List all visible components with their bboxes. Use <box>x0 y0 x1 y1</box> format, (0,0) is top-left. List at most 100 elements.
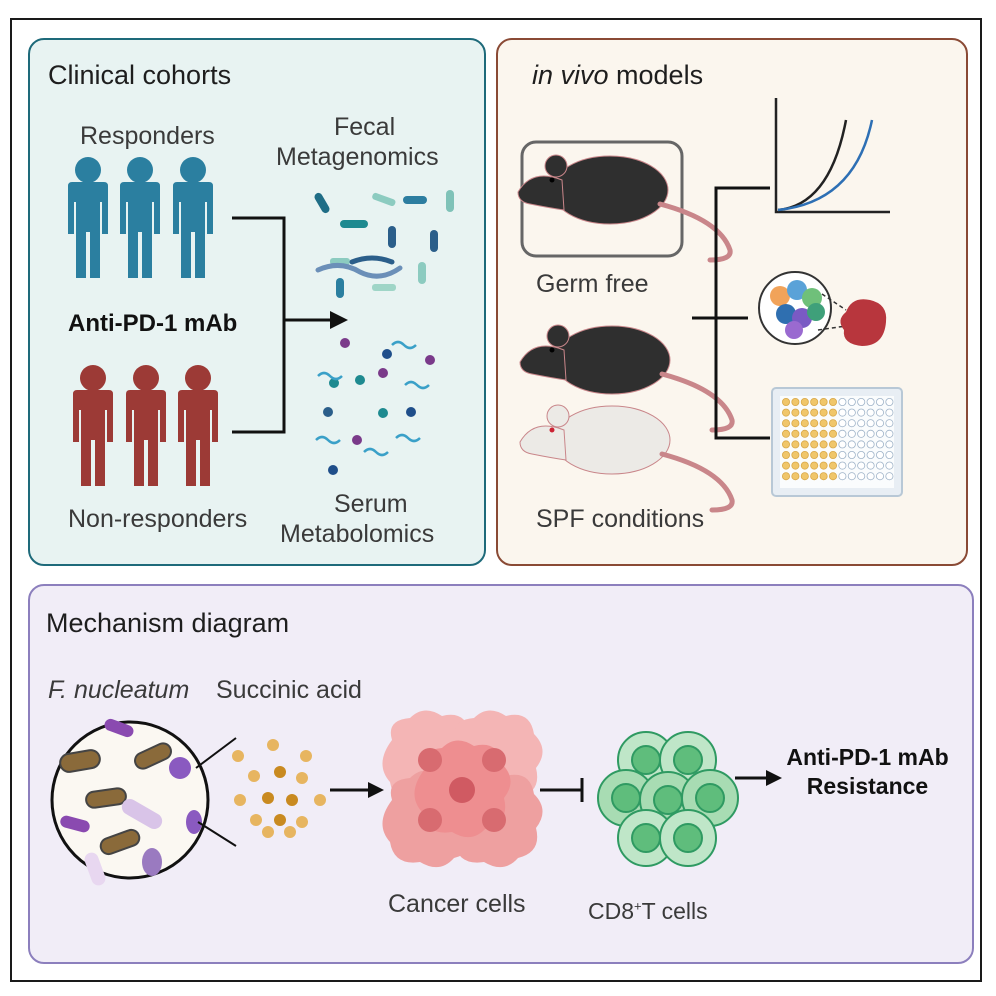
well-icon <box>885 408 894 417</box>
well-icon <box>866 472 875 481</box>
well-icon <box>800 429 809 438</box>
well-icon <box>782 408 791 417</box>
well-icon <box>847 440 856 449</box>
well-icon <box>800 440 809 449</box>
well-icon <box>857 397 866 406</box>
well-icon <box>810 408 819 417</box>
well-icon <box>791 397 800 406</box>
well-icon <box>810 472 819 481</box>
well-icon <box>791 472 800 481</box>
responder-person-icon <box>68 157 213 278</box>
well-icon <box>866 450 875 459</box>
well-icon <box>885 397 894 406</box>
well-icon <box>847 472 856 481</box>
well-icon <box>866 419 875 428</box>
well-icon <box>847 429 856 438</box>
well-icon <box>885 450 894 459</box>
well-icon <box>829 472 838 481</box>
t-cells-prefix: CD8 <box>588 898 635 924</box>
arrowhead-icon <box>330 311 348 329</box>
bacteria-magnified-icon <box>50 718 237 886</box>
in-vivo-title-italic: in vivo <box>532 60 609 90</box>
well-icon <box>782 419 791 428</box>
well-icon <box>857 472 866 481</box>
well-icon <box>847 419 856 428</box>
well-icon <box>857 429 866 438</box>
well-icon <box>810 440 819 449</box>
well-icon <box>838 450 847 459</box>
succinic-acid-icon <box>232 739 326 838</box>
well-icon <box>857 440 866 449</box>
bacterium-label: F. nucleatum <box>48 676 190 704</box>
well-icon <box>829 419 838 428</box>
well-icon <box>876 419 885 428</box>
well-icon <box>829 408 838 417</box>
well-icon <box>810 450 819 459</box>
well-icon <box>800 472 809 481</box>
well-icon <box>885 419 894 428</box>
well-icon <box>791 450 800 459</box>
well-icon <box>829 440 838 449</box>
cancer-cells-icon <box>382 710 543 868</box>
well-icon <box>876 461 885 470</box>
well-icon <box>866 440 875 449</box>
well-icon <box>800 419 809 428</box>
well-icon <box>829 461 838 470</box>
tumor-growth-plot-icon <box>774 98 890 214</box>
well-icon <box>810 461 819 470</box>
outcome-label-line2: Resistance <box>806 773 929 799</box>
nonresponders-label: Non-responders <box>68 505 248 533</box>
well-icon <box>829 397 838 406</box>
bacteria-icon <box>314 190 454 298</box>
well-icon <box>838 397 847 406</box>
mouse-eye-icon <box>549 347 555 353</box>
well-icon <box>838 461 847 470</box>
in-vivo-title: in vivo models <box>532 60 703 91</box>
germ-free-label: Germ free <box>536 270 649 298</box>
spf-label: SPF conditions <box>536 505 705 533</box>
germ-free-mouse-icon <box>518 155 730 260</box>
well-plate-wells <box>782 397 894 481</box>
well-icon <box>791 440 800 449</box>
nonresponder-person-icon <box>73 365 218 486</box>
well-icon <box>791 429 800 438</box>
well-icon <box>885 440 894 449</box>
well-icon <box>857 450 866 459</box>
well-icon <box>885 472 894 481</box>
metabolite-icon <box>315 338 435 475</box>
well-icon <box>847 461 856 470</box>
figure-frame <box>10 18 982 982</box>
well-icon <box>791 419 800 428</box>
mechanism-title: Mechanism diagram <box>46 608 290 638</box>
well-icon <box>866 397 875 406</box>
well-icon <box>876 440 885 449</box>
t-cells-icon <box>597 731 739 867</box>
well-icon <box>838 419 847 428</box>
well-icon <box>782 461 791 470</box>
well-icon <box>838 429 847 438</box>
fecal-label-line1: Fecal <box>334 113 396 141</box>
well-icon <box>810 419 819 428</box>
well-icon <box>810 429 819 438</box>
well-icon <box>838 440 847 449</box>
well-icon <box>782 450 791 459</box>
mouse-eye-icon <box>549 427 555 433</box>
well-icon <box>782 440 791 449</box>
well-icon <box>819 429 828 438</box>
cohort-connector-arrow <box>232 216 338 434</box>
well-icon <box>876 408 885 417</box>
well-icon <box>782 429 791 438</box>
well-icon <box>800 450 809 459</box>
metabolite-label: Succinic acid <box>216 676 362 704</box>
well-icon <box>876 472 885 481</box>
well-icon <box>819 397 828 406</box>
well-icon <box>866 461 875 470</box>
well-icon <box>829 450 838 459</box>
treatment-label: Anti-PD-1 mAb <box>68 310 238 337</box>
well-icon <box>782 472 791 481</box>
well-icon <box>847 397 856 406</box>
arrowhead-icon <box>368 782 384 798</box>
mouse-eye-icon <box>549 177 555 183</box>
well-icon <box>838 408 847 417</box>
cancer-cells-label: Cancer cells <box>388 890 526 918</box>
